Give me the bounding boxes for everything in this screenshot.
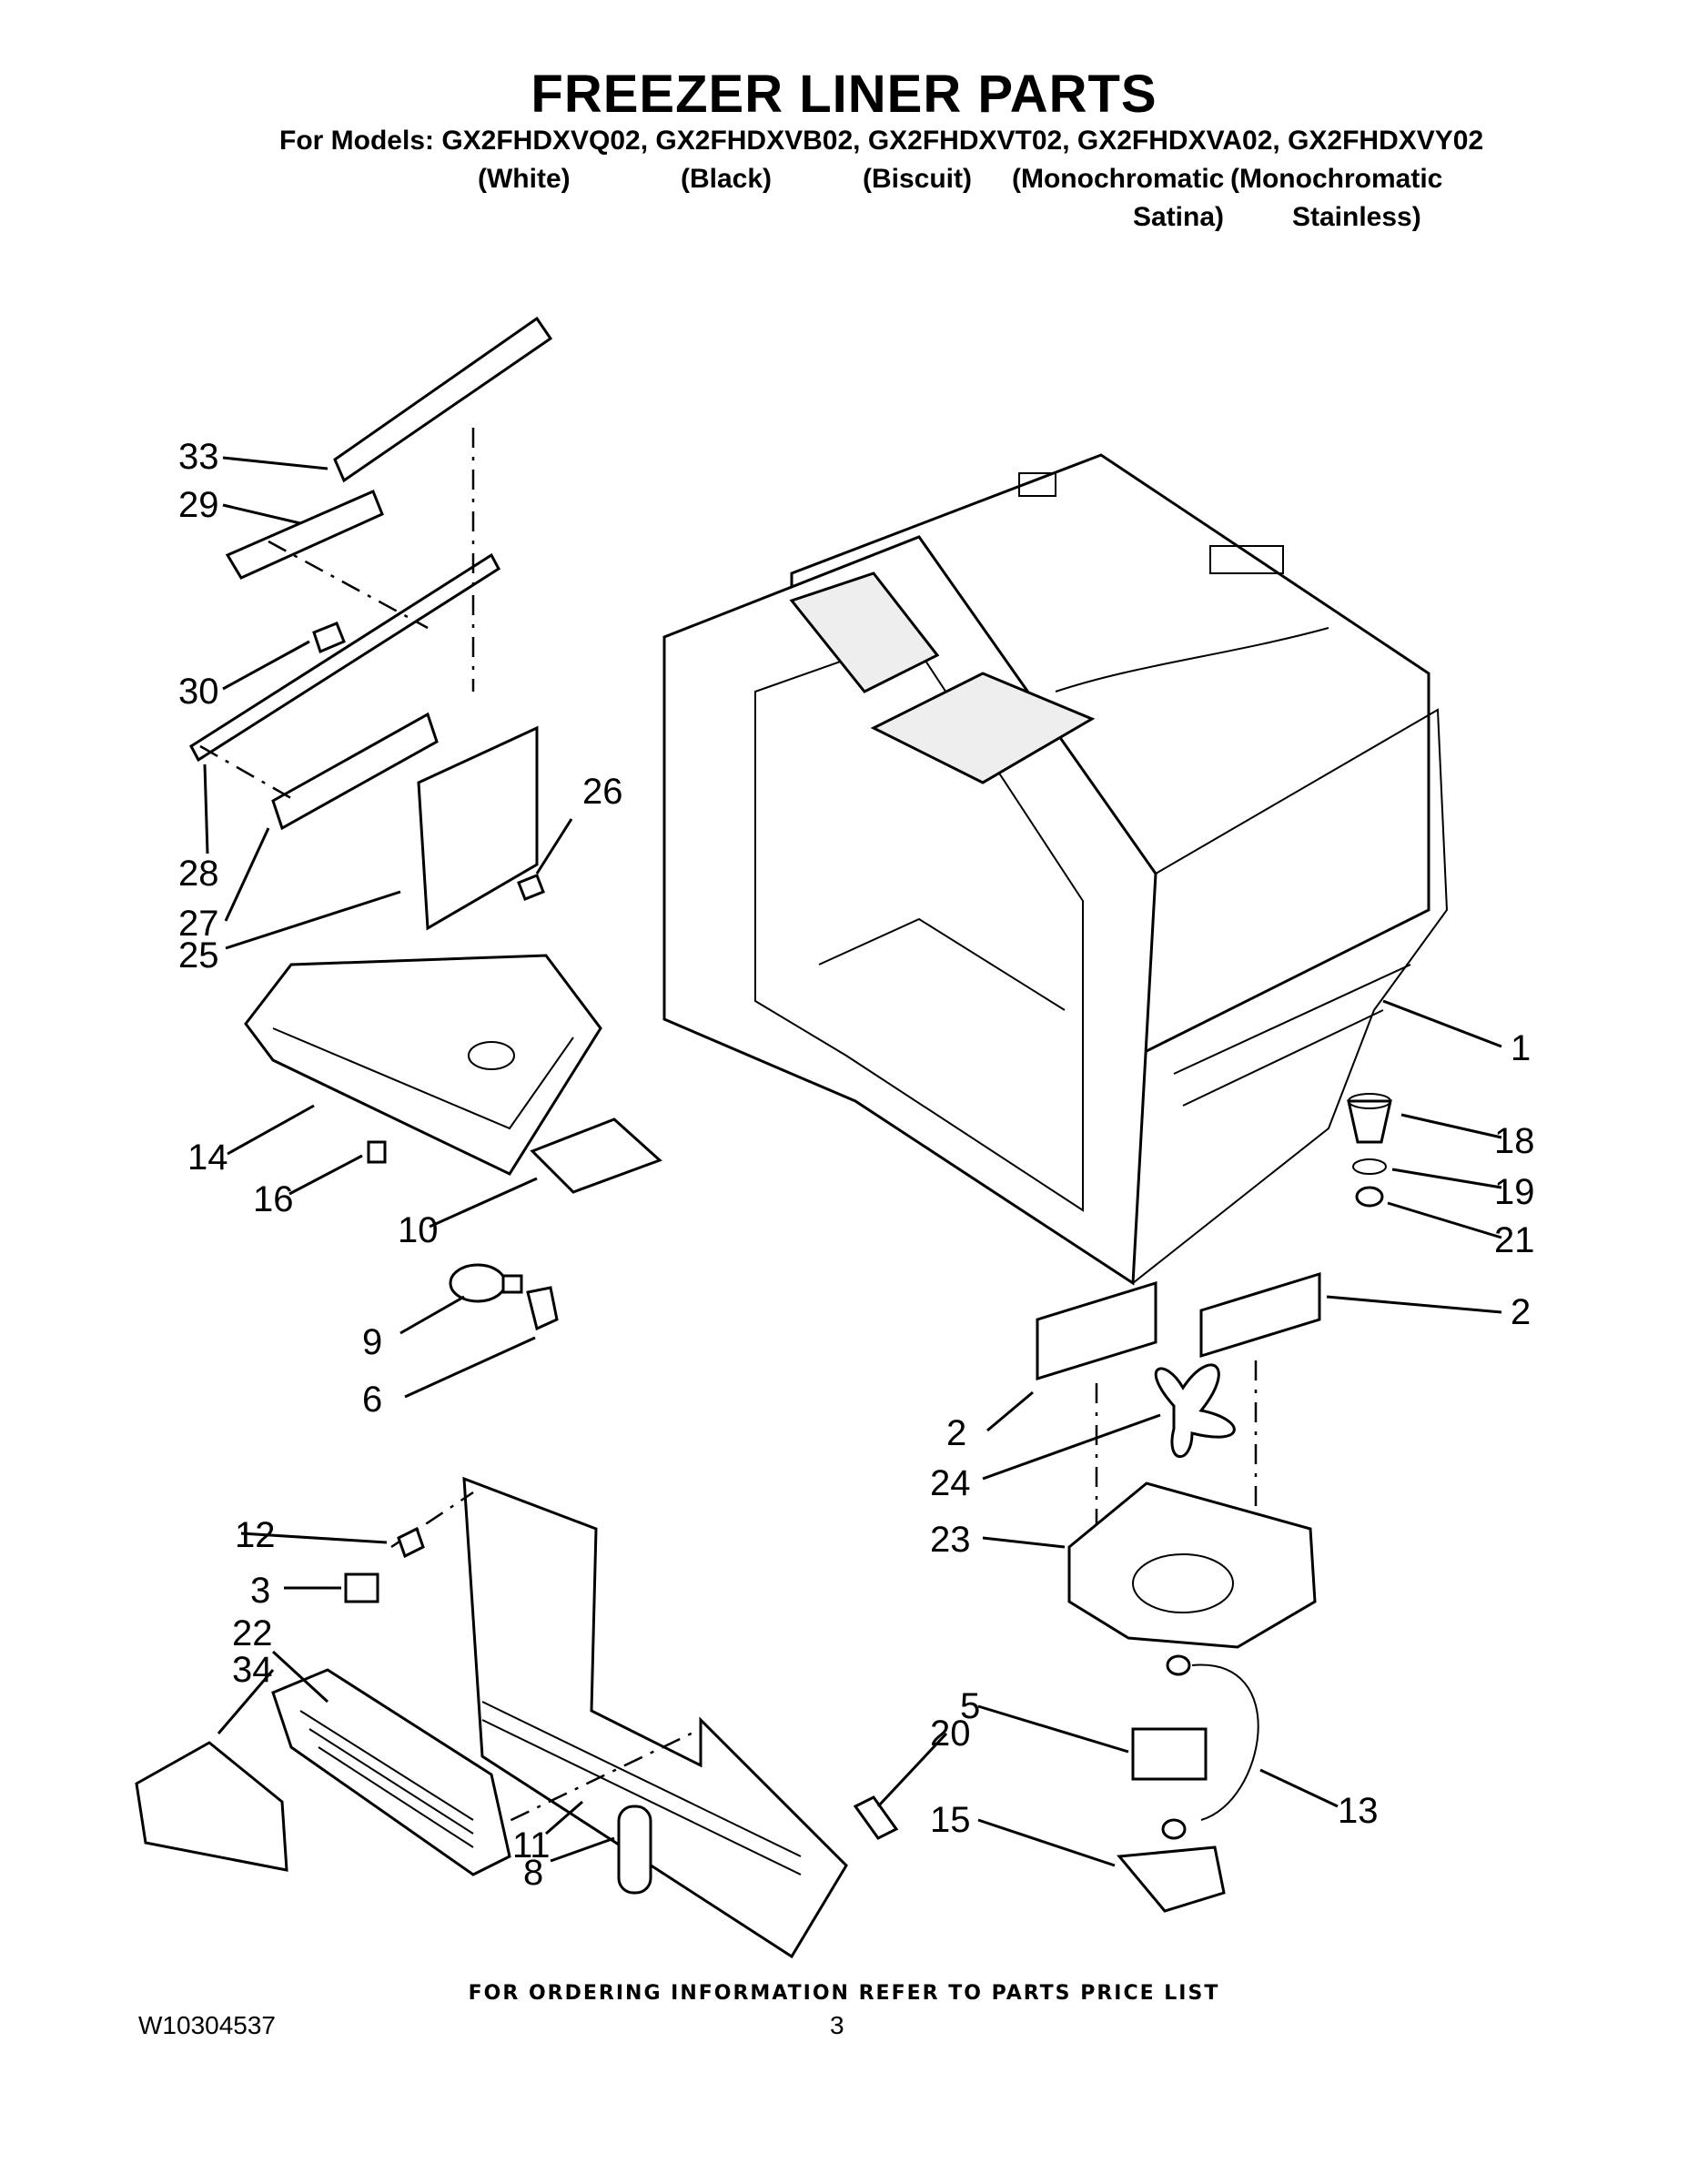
callout-16: 16 <box>253 1179 294 1219</box>
callout-24: 24 <box>930 1463 971 1503</box>
callout-14: 14 <box>187 1138 228 1178</box>
models-line: For Models: GX2FHDXVQ02, GX2FHDXVB02, GX… <box>279 126 1484 156</box>
drain-parts-drawings <box>1347 1093 1392 1208</box>
variant-black: (Black) <box>681 164 773 194</box>
callout-2-upper: 2 <box>1511 1292 1531 1332</box>
page-number: 3 <box>830 2011 844 2039</box>
callout-21: 21 <box>1494 1220 1535 1260</box>
callout-27: 27 <box>178 904 219 944</box>
variant-satina: Satina) <box>1133 202 1225 232</box>
callout-13: 13 <box>1338 1791 1379 1831</box>
callout-8: 8 <box>523 1853 544 1893</box>
callout-10: 10 <box>398 1210 439 1250</box>
callout-6: 6 <box>362 1380 383 1420</box>
callout-34: 34 <box>232 1650 273 1690</box>
variant-stainless: Stainless) <box>1292 202 1421 232</box>
callout-22: 22 <box>232 1613 273 1653</box>
page-title: FREEZER LINER PARTS <box>531 65 1157 124</box>
fan-blade-drawing <box>1154 1363 1236 1459</box>
document-number: W10304537 <box>138 2011 277 2039</box>
callout-26: 26 <box>582 772 623 812</box>
freezer-liner-drawing <box>662 453 1449 1286</box>
callout-28: 28 <box>178 854 219 894</box>
callout-15: 15 <box>930 1800 971 1840</box>
callout-33: 33 <box>178 437 219 477</box>
callout-20: 20 <box>930 1714 971 1754</box>
callout-30: 30 <box>178 672 219 712</box>
variant-biscuit: (Biscuit) <box>863 164 972 194</box>
variant-white: (White) <box>478 164 571 194</box>
callout-2-lower: 2 <box>946 1413 967 1453</box>
callout-9: 9 <box>362 1322 383 1362</box>
callout-19: 19 <box>1494 1172 1535 1212</box>
rail-drawings <box>189 316 553 931</box>
pad-drawings <box>1036 1271 1321 1547</box>
callout-11: 11 <box>512 1825 551 1866</box>
callout-1: 1 <box>1511 1028 1531 1068</box>
callout-3: 3 <box>250 1571 271 1611</box>
callout-25: 25 <box>178 935 219 976</box>
ordering-footer: FOR ORDERING INFORMATION REFER TO PARTS … <box>468 1982 1220 2005</box>
callout-23: 23 <box>930 1520 971 1560</box>
callout-12: 12 <box>235 1515 276 1555</box>
callout-18: 18 <box>1494 1121 1535 1161</box>
fan-shroud-drawing <box>1067 1481 1317 1649</box>
callout-29: 29 <box>178 485 219 525</box>
leader-lines <box>203 456 1502 1867</box>
bulb-drawings <box>449 1263 559 1331</box>
panel-drawings <box>135 1476 899 1959</box>
callout-5: 5 <box>960 1686 981 1726</box>
variant-monochromatic-1: (Monochromatic <box>1012 164 1225 194</box>
motor-drawings <box>1117 1654 1259 1913</box>
pan-drawings <box>244 954 662 1194</box>
variant-monochromatic-2: (Monochromatic <box>1230 164 1443 194</box>
